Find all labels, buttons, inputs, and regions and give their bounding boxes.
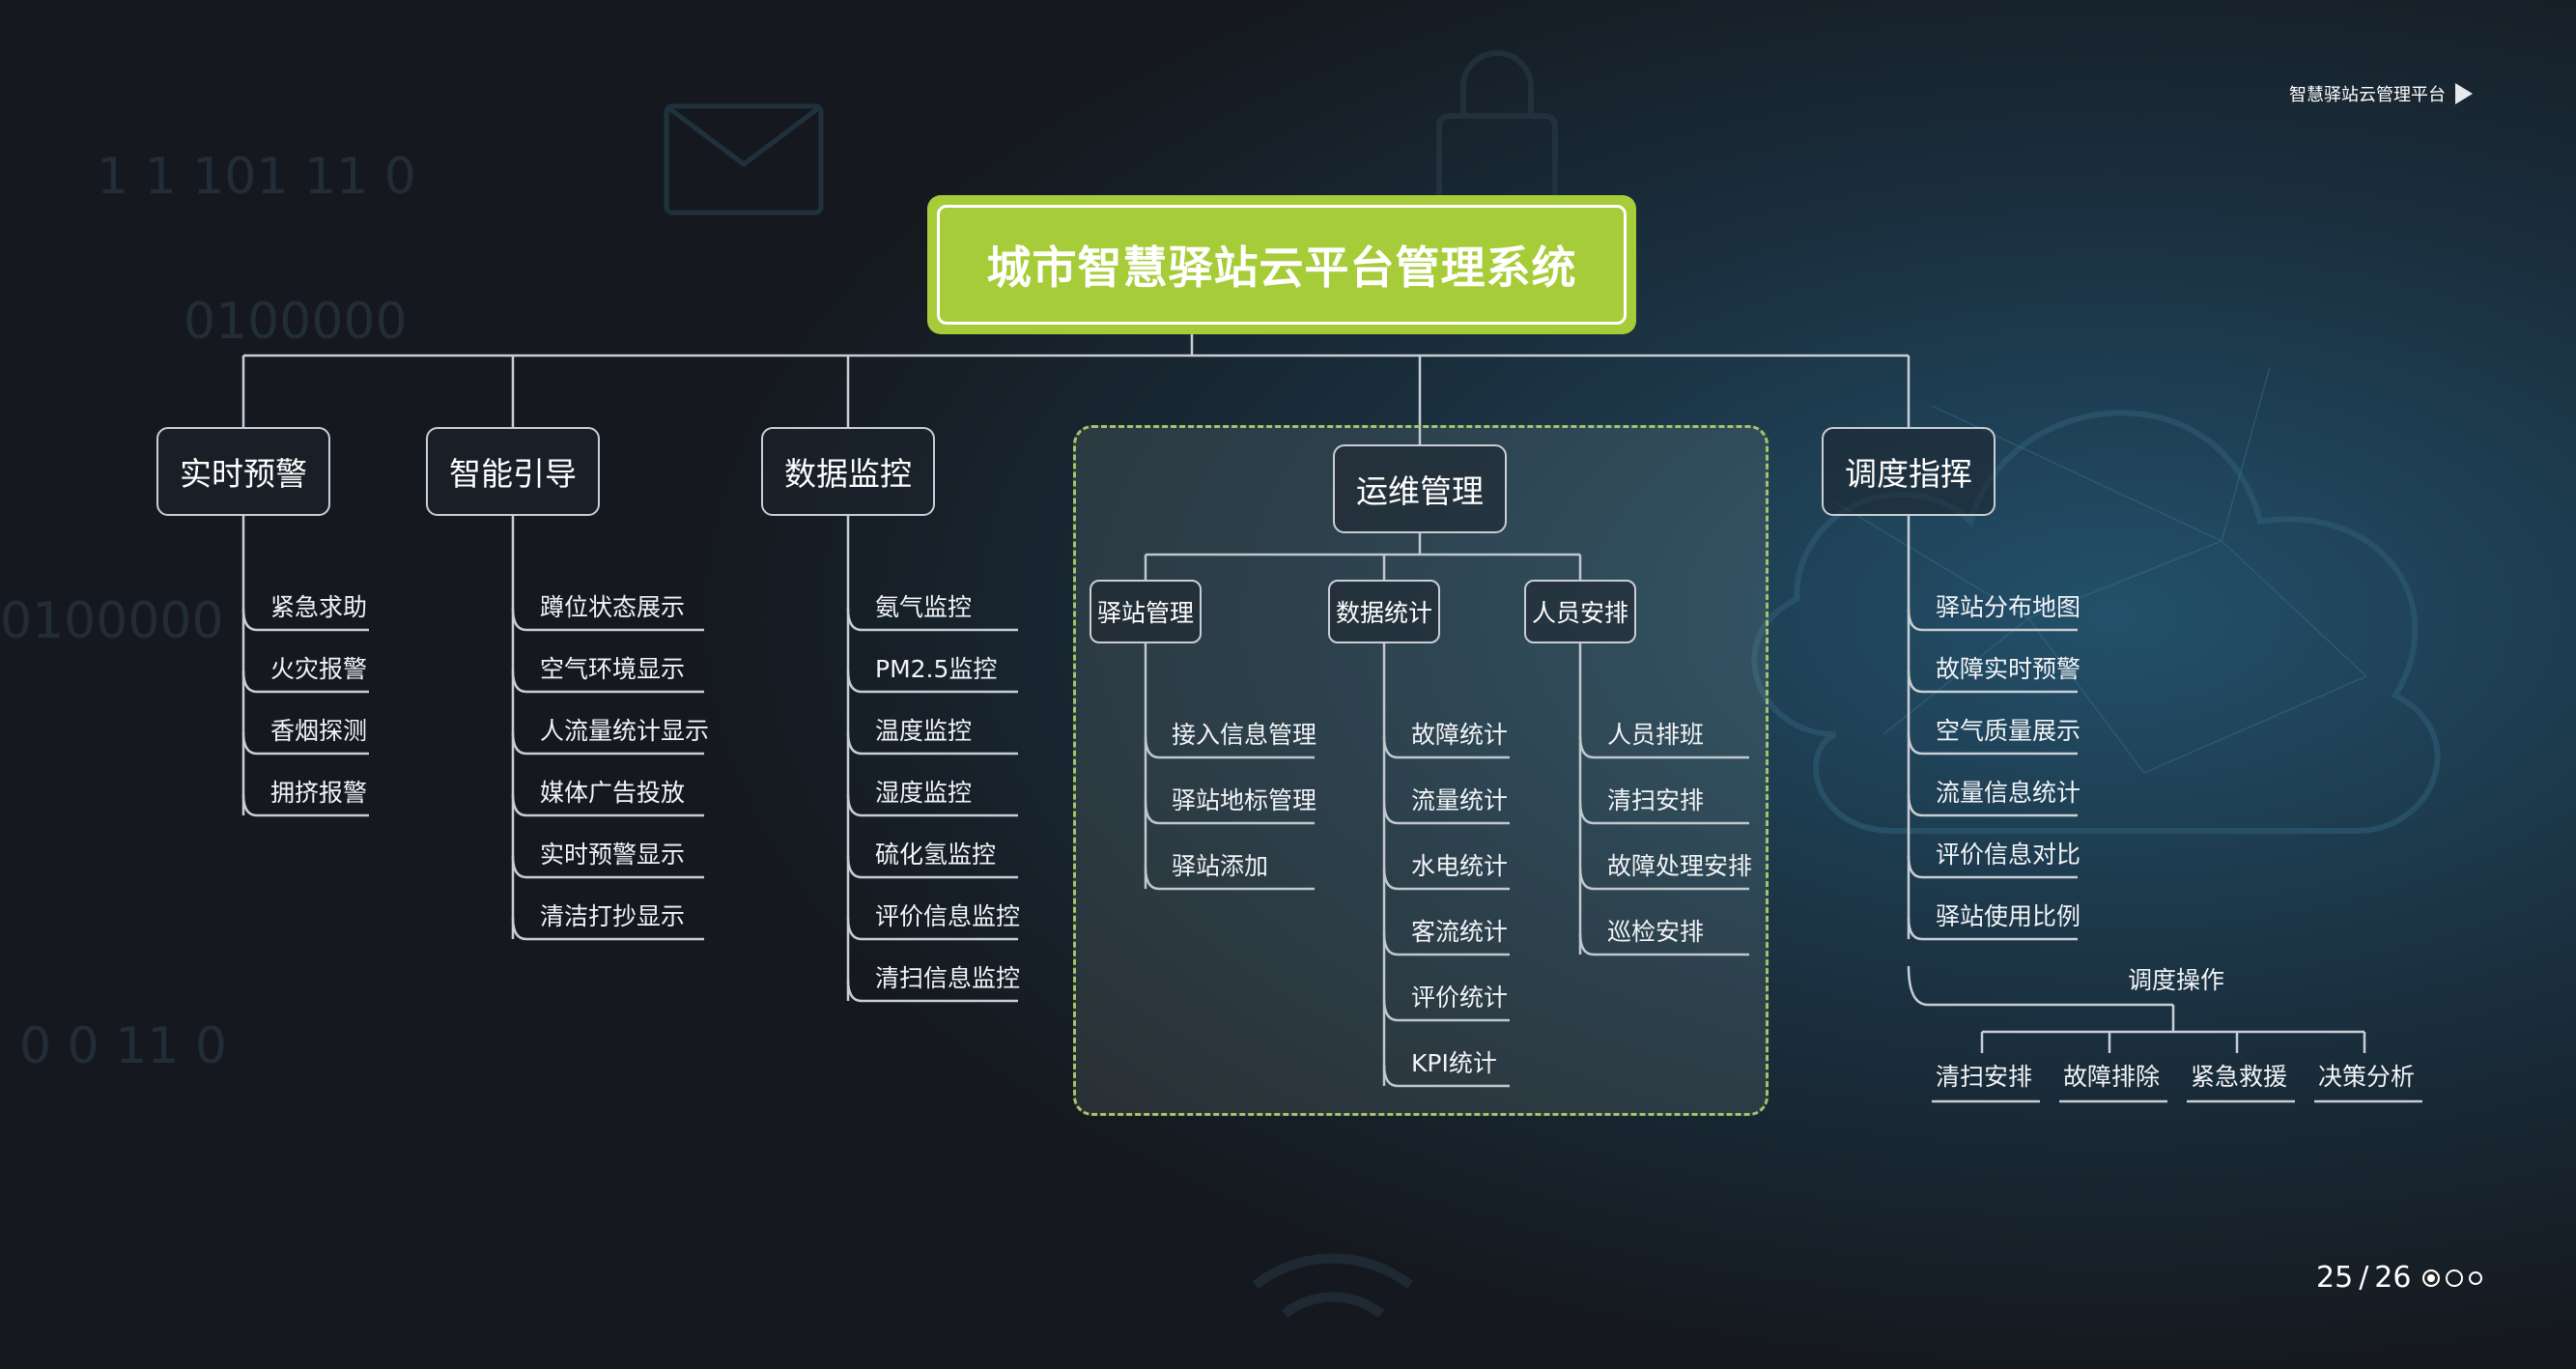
wifi-icon	[1252, 1253, 1414, 1318]
pager-dot[interactable]	[2469, 1270, 2483, 1285]
leaf-item: 实时预警显示	[540, 841, 686, 869]
leaf-item: 火灾报警	[270, 655, 368, 683]
category-node-ops: 运维管理	[1333, 444, 1507, 533]
leaf-item: 驿站地标管理	[1172, 786, 1317, 814]
page-title: 城市智慧驿站云平台管理系统	[937, 205, 1627, 325]
leaf-item: 湿度监控	[875, 779, 973, 807]
leaf-item: 人员排班	[1607, 721, 1705, 749]
operation-item: 故障排除	[2063, 1063, 2161, 1091]
operation-item: 决策分析	[2318, 1063, 2416, 1091]
page-separator: /	[2359, 1261, 2369, 1295]
leaf-item: 流量统计	[1411, 786, 1509, 814]
leaf-item: 硫化氢监控	[875, 841, 997, 869]
leaf-item: 巡检安排	[1607, 918, 1705, 946]
leaf-item: 故障实时预警	[1936, 655, 2081, 683]
category-node-realtime-alert: 实时预警	[156, 427, 330, 516]
svg-text:0100000: 0100000	[0, 592, 224, 650]
leaf-item: 故障处理安排	[1607, 852, 1753, 880]
category-node-smart-guide: 智能引导	[426, 427, 600, 516]
leaf-item: 拥挤报警	[270, 779, 368, 807]
leaf-item: 评价统计	[1411, 984, 1509, 1012]
leaf-item: 媒体广告投放	[540, 779, 686, 807]
category-node-dispatch: 调度指挥	[1822, 427, 1996, 516]
operation-item: 清扫安排	[1936, 1063, 2033, 1091]
leaf-item: 人流量统计显示	[540, 717, 710, 745]
svg-text:0100000: 0100000	[184, 293, 408, 351]
leaf-item: 驿站添加	[1172, 852, 1269, 880]
leaf-item: 紧急求助	[270, 593, 368, 621]
leaf-item: 香烟探测	[270, 717, 368, 745]
page-indicator: 25/26	[2316, 1261, 2483, 1295]
leaf-item: 驿站分布地图	[1936, 593, 2081, 621]
leaf-item: KPI统计	[1411, 1049, 1497, 1077]
category-node-data-monitor: 数据监控	[761, 427, 935, 516]
subgroup-node-station: 驿站管理	[1090, 580, 1202, 643]
leaf-item: 空气质量展示	[1936, 717, 2081, 745]
page-total: 26	[2374, 1261, 2412, 1295]
leaf-item: 蹲位状态展示	[540, 593, 686, 621]
header-subtitle: 智慧驿站云管理平台	[2289, 77, 2473, 110]
operation-label: 调度操作	[2128, 966, 2225, 994]
leaf-item: 评价信息监控	[875, 902, 1021, 930]
leaf-item: 空气环境显示	[540, 655, 686, 683]
svg-text:1 1 101 11 0: 1 1 101 11 0	[97, 148, 416, 206]
ops-panel	[1073, 425, 1769, 1116]
leaf-item: 接入信息管理	[1172, 721, 1317, 749]
root-node: 城市智慧驿站云平台管理系统	[927, 195, 1636, 334]
pager-dot[interactable]	[2446, 1269, 2464, 1287]
leaf-item: PM2.5监控	[875, 655, 998, 683]
leaf-item: 流量信息统计	[1936, 779, 2081, 807]
cloud-network-icon	[1751, 410, 2441, 834]
leaf-item: 氨气监控	[875, 593, 973, 621]
page-current: 25	[2316, 1261, 2354, 1295]
leaf-item: 客流统计	[1411, 918, 1509, 946]
header-subtitle-text: 智慧驿站云管理平台	[2289, 85, 2446, 105]
leaf-item: 清洁打抄显示	[540, 902, 686, 930]
leaf-item: 清扫安排	[1607, 786, 1705, 814]
leaf-item: 清扫信息监控	[875, 964, 1021, 992]
pager-dot-active[interactable]	[2422, 1269, 2441, 1287]
svg-text:0 0 11 0: 0 0 11 0	[19, 1017, 227, 1075]
leaf-item: 故障统计	[1411, 721, 1509, 749]
leaf-item: 驿站使用比例	[1936, 902, 2081, 930]
leaf-item: 评价信息对比	[1936, 841, 2081, 869]
play-triangle-icon[interactable]	[2455, 83, 2473, 104]
subgroup-node-stats: 数据统计	[1328, 580, 1440, 643]
operation-item: 紧急救援	[2191, 1063, 2288, 1091]
leaf-item: 水电统计	[1411, 852, 1509, 880]
subgroup-node-staff: 人员安排	[1524, 580, 1636, 643]
binary-decoration: 0100000 0100000 0 0 11 0 1 1 101 11 0	[0, 148, 416, 1075]
leaf-item: 温度监控	[875, 717, 973, 745]
mail-icon	[664, 103, 824, 215]
